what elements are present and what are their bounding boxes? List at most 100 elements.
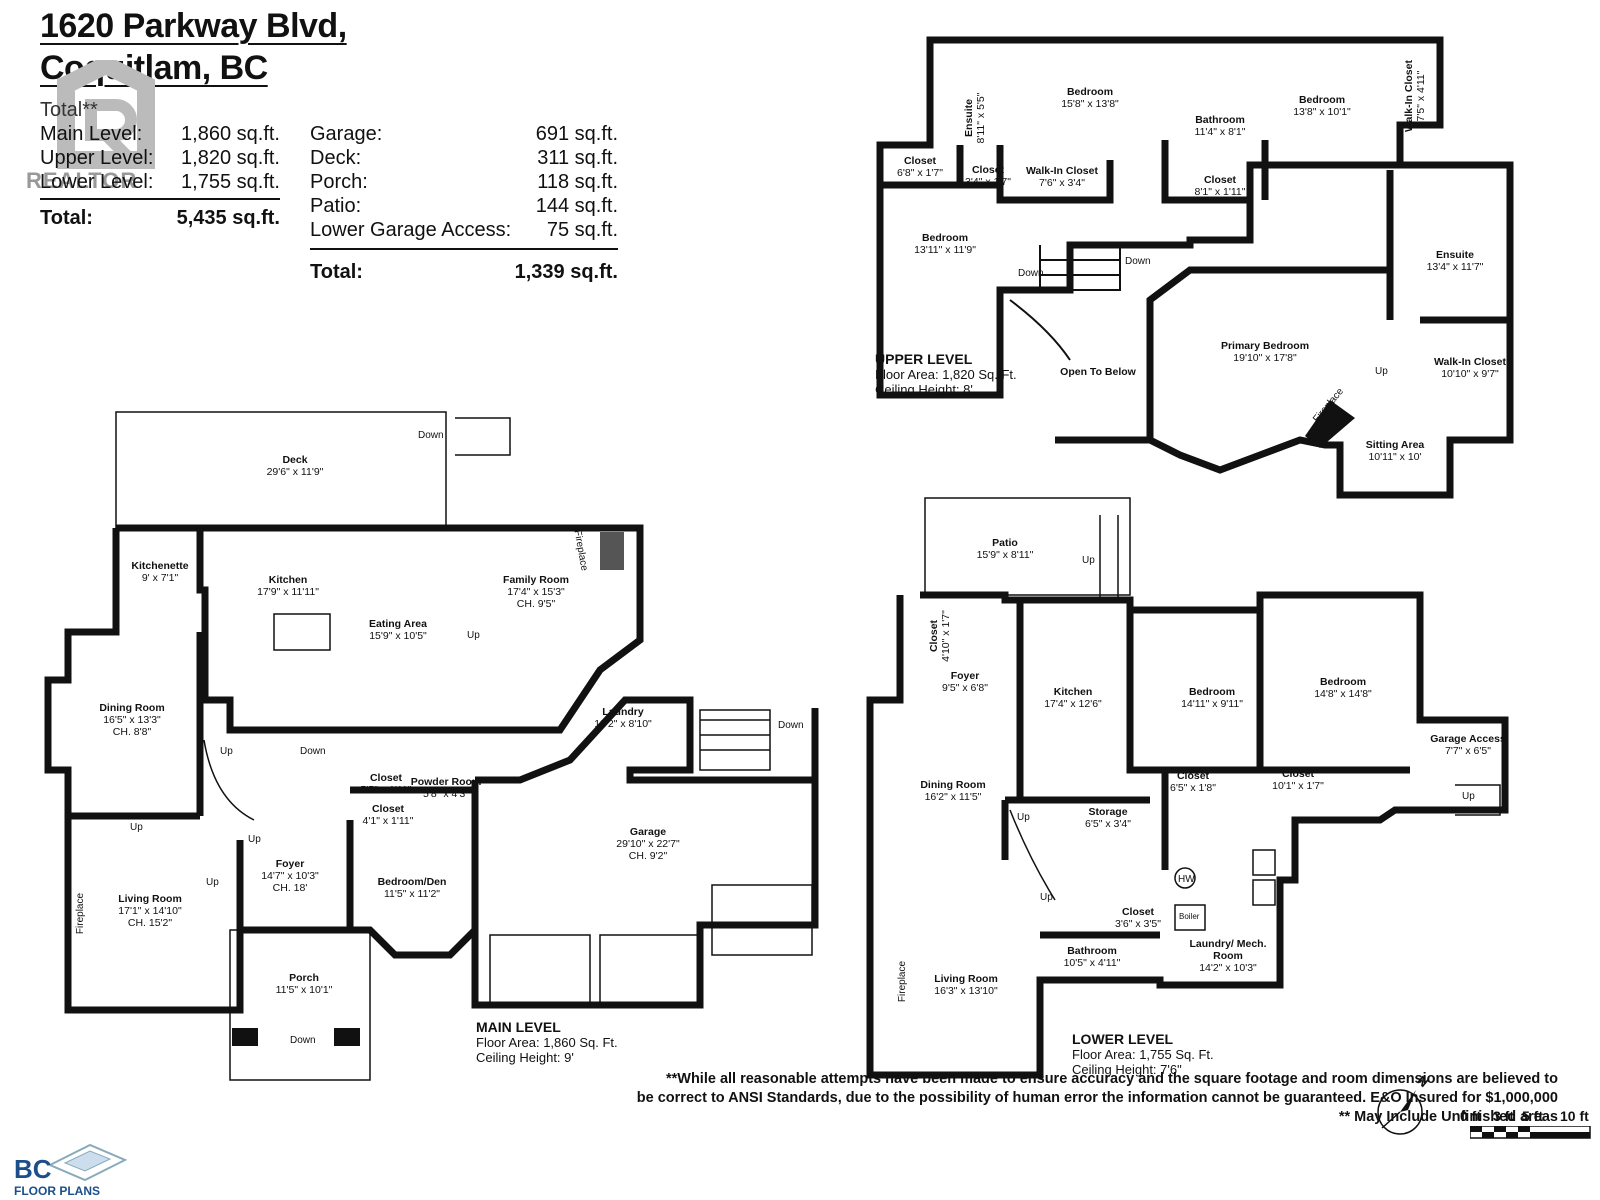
scale-bar <box>1470 1126 1591 1139</box>
room-name: Garage <box>629 826 667 838</box>
room-dim: 10'1" x 1'7" <box>1272 780 1324 792</box>
stats-label: Lower Garage Access: <box>310 219 512 241</box>
level-area: Floor Area: 1,820 Sq. Ft. <box>875 367 1017 382</box>
room-extra: CH. 18' <box>272 882 308 894</box>
room-name: Closet <box>1281 768 1315 780</box>
main-wall-garage <box>471 696 815 1005</box>
stair-down-tag: Down <box>1018 268 1044 279</box>
room-name: Walk-In Closet <box>1403 60 1415 132</box>
stats-right: Garage:691 sq.ft. Deck:311 sq.ft. Porch:… <box>310 122 618 284</box>
stats-label: Patio: <box>310 195 362 217</box>
kitchen-island <box>273 613 331 651</box>
room-dim: 17'9" x 11'11" <box>257 586 319 598</box>
stair-up-tag: Up <box>206 877 219 888</box>
room-dim: 5'5" x 1'11" <box>360 784 412 796</box>
room-name: Dining Room <box>920 779 986 791</box>
room-extra: CH. 8'8" <box>112 726 152 738</box>
room-name: Kitchen <box>1053 686 1093 698</box>
fireplace-tag: Fireplace <box>897 960 909 1003</box>
room-name: Open To Below <box>1060 366 1136 378</box>
lower-wall-outline <box>866 591 1509 1079</box>
room-extra: CH. 9'2" <box>628 850 668 862</box>
stats-label: Garage: <box>310 123 383 145</box>
scale-label-10: 10 ft <box>1560 1108 1589 1124</box>
room-dim: 11'5" x 10'1" <box>275 984 333 996</box>
room-dim: 7'5" x 4'11" <box>1415 70 1427 122</box>
lower-wall-interior <box>1001 595 1410 939</box>
room-name: Living Room <box>118 893 182 905</box>
stair-down-tag: Down <box>300 746 326 757</box>
stats-value: 311 sq.ft. <box>537 147 618 169</box>
room-name: Walk-In Closet <box>1026 165 1098 177</box>
stats-value: 1,820 sq.ft. <box>181 147 280 169</box>
title-address: 1620 Parkway Blvd, <box>40 7 347 45</box>
room-name: Primary Bedroom <box>1220 340 1310 352</box>
room-name: Kitchenette <box>131 560 189 572</box>
level-name: LOWER LEVEL <box>1072 1031 1174 1047</box>
room-name: Dining Room <box>99 702 165 714</box>
room-dim: 14'2" x 10'3" <box>1199 962 1257 974</box>
room-dim: 15'9" x 8'11" <box>976 549 1034 561</box>
stats-value: 1,860 sq.ft. <box>181 123 280 145</box>
stair-up-tag: Up <box>1017 812 1030 823</box>
stair-down-tag: Down <box>778 720 804 731</box>
room-name: Ensuite <box>963 99 975 137</box>
room-name: Deck <box>282 454 308 466</box>
stats-total-value: 5,435 sq.ft. <box>176 207 280 229</box>
stair-up-tag: Up <box>1040 892 1053 903</box>
stats-row: Upper Level: 1,820 sq.ft. <box>40 146 280 170</box>
stats-label: Lower Level: <box>40 171 154 193</box>
patio-outline <box>924 497 1131 596</box>
room-name: Eating Area <box>369 618 427 630</box>
scale-label-0: 0 ft <box>1460 1108 1481 1124</box>
stats-row: Lower Level:1,755 sq.ft. <box>40 170 280 194</box>
room-dim: 9'5" x 6'8" <box>942 682 988 694</box>
stats-label: Porch: <box>310 171 368 193</box>
room-dim: 19'10" x 17'8" <box>1233 352 1297 364</box>
stats-total-row: Total:5,435 sq.ft. <box>40 198 280 230</box>
room-name: Bedroom <box>1298 94 1346 106</box>
stats-label: Deck: <box>310 147 362 169</box>
room-dim: 16'3" x 13'10" <box>934 985 998 997</box>
stair-up-tag: Up <box>1375 366 1388 377</box>
room-dim: 3'4" x 1'7" <box>965 176 1011 188</box>
stats-label: Upper Level: <box>40 147 154 169</box>
room-dim: 17'4" x 15'3" <box>507 586 565 598</box>
fireplace-main <box>600 532 624 570</box>
room-dim: 10'11" x 10' <box>1368 451 1422 463</box>
room-extra: CH. 9'5" <box>516 598 556 610</box>
stair-up-tag: Up <box>220 746 233 757</box>
room-extra: CH. 15'2" <box>127 917 173 929</box>
logo-mark: BC <box>14 1154 52 1184</box>
room-dim: 14'7" x 10'3" <box>261 870 319 882</box>
room-dim: 29'10" x 22'7" <box>616 838 680 850</box>
room-dim: 16'5" x 13'3" <box>103 714 161 726</box>
stair-down-tag: Down <box>1125 256 1151 267</box>
stair-up-tag: Up <box>1082 555 1095 566</box>
disclaimer: **While all reasonable attempts have bee… <box>518 1070 1558 1127</box>
stair-up-tag: Up <box>1462 791 1475 802</box>
stair-up-tag: Up <box>248 834 261 845</box>
level-ceiling: Ceiling Height: 7'6" <box>1072 1062 1182 1077</box>
room-dim: 13'11" x 11'9" <box>914 244 976 256</box>
room-dim: 16'2" x 11'5" <box>924 791 982 803</box>
room-name: Laundry/ Mech. Room <box>1189 938 1267 962</box>
room-name: Closet <box>928 619 940 653</box>
disclaimer-line: ** May Include Unfinished areas <box>1338 1109 1558 1125</box>
